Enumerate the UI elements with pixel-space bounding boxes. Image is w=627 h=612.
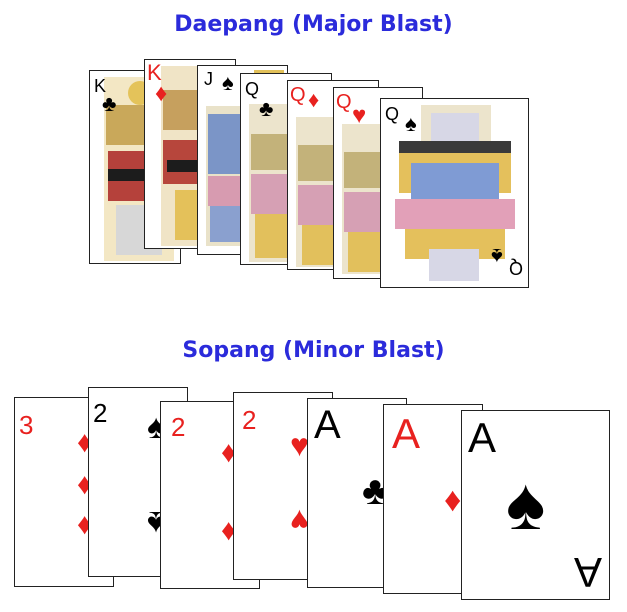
card-rank: 2 (242, 405, 257, 435)
card-ace-of-spades[interactable]: A ♠ A (461, 410, 610, 600)
card-rank: K (94, 76, 107, 96)
diamonds-icon: ♦ (221, 514, 237, 547)
spades-icon: ♠ (222, 70, 234, 95)
diamonds-icon: ♦ (155, 80, 168, 107)
hearts-icon: ♥ (290, 427, 309, 463)
clubs-icon: ♣ (102, 91, 117, 116)
spades-icon: ♠ (491, 244, 503, 269)
card-rank: 3 (19, 410, 34, 440)
card-rank: Q (290, 84, 306, 106)
diamonds-icon: ♦ (221, 436, 237, 469)
card-rank: K (147, 60, 162, 85)
clubs-icon: ♣ (259, 96, 274, 121)
sopang-title: Sopang (Minor Blast) (182, 338, 445, 363)
card-rank: A (468, 414, 497, 461)
card-rank: Q (385, 104, 400, 124)
card-rank-bottom: A (574, 549, 603, 596)
card-queen-of-spades[interactable]: Q ♠ Q ♠ (380, 98, 529, 288)
spades-icon: ♠ (405, 111, 417, 136)
card-rank: Q (336, 91, 352, 113)
hearts-icon: ♥ (352, 102, 367, 129)
diamonds-icon: ♦ (444, 481, 462, 519)
spades-icon: ♠ (506, 462, 546, 545)
daepang-title: Daepang (Major Blast) (174, 12, 453, 37)
diamonds-icon: ♦ (308, 87, 320, 112)
card-rank: A (392, 410, 421, 457)
card-rank: 2 (93, 398, 108, 428)
card-rank: 2 (171, 412, 186, 442)
queen-portrait-art (395, 105, 515, 281)
card-rank: J (204, 69, 213, 89)
card-rank-bottom: Q (509, 258, 524, 278)
card-rank: A (314, 403, 341, 447)
card-rank: Q (245, 79, 260, 99)
